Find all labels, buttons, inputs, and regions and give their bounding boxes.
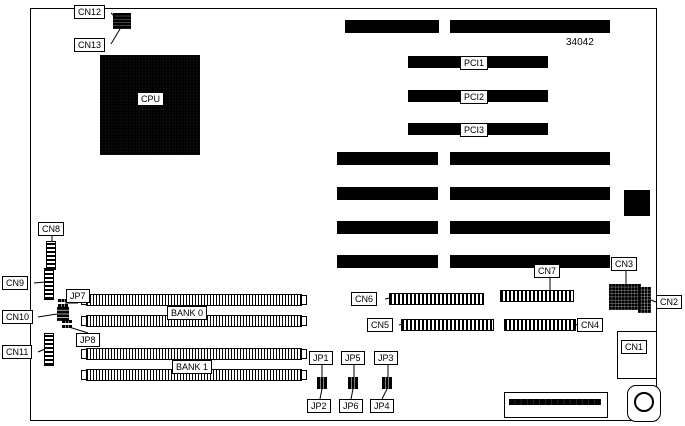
label-cn10: CN10 [2, 310, 34, 324]
label-jp5: JP5 [341, 351, 365, 365]
jp5-jp6-jumper [348, 377, 358, 389]
isa-slot-row4-right [450, 255, 610, 268]
label-pci1: PCI1 [460, 56, 489, 70]
cn9-connector [44, 268, 54, 300]
bottom-pin-header-outline [504, 392, 608, 418]
isa-slot-top-right [450, 20, 610, 33]
isa-slot-row4-left [337, 255, 438, 268]
label-jp3: JP3 [374, 351, 398, 365]
label-pci3: PCI3 [460, 123, 489, 137]
isa-slot-row3-right [450, 221, 610, 234]
jp1-jp2-jumper [317, 377, 327, 389]
cn7-connector [500, 290, 574, 302]
label-cn11: CN11 [2, 345, 33, 359]
label-cn3: CN3 [611, 257, 638, 271]
jp7-jumper [58, 299, 68, 307]
label-jp2: JP2 [307, 399, 331, 413]
cn6-connector [389, 293, 484, 305]
keyboard-din-circle [634, 392, 654, 412]
cn12-cn13-connector [113, 13, 131, 29]
isa-slot-row3-left [337, 221, 438, 234]
bottom-pin-header-pins [509, 399, 601, 405]
label-cn12: CN12 [74, 5, 106, 19]
label-jp4: JP4 [370, 399, 394, 413]
label-cn9: CN9 [2, 276, 29, 290]
cn1-connector [617, 331, 657, 379]
label-jp1: JP1 [309, 351, 333, 365]
isa-slot-row2-right [450, 187, 610, 200]
label-cpu: CPU [137, 92, 165, 106]
cn5-connector [401, 319, 494, 331]
label-jp6: JP6 [339, 399, 363, 413]
cn3-connector [609, 284, 641, 310]
isa-slot-row2-left [337, 187, 438, 200]
jp3-jp4-jumper [382, 377, 392, 389]
label-cn4: CN4 [577, 318, 604, 332]
label-jp7: JP7 [66, 289, 90, 303]
cn2-connector [638, 287, 651, 313]
label-cn7: CN7 [534, 264, 561, 278]
chip [624, 190, 650, 216]
label-cn2: CN2 [656, 295, 683, 309]
label-pci2: PCI2 [460, 90, 489, 104]
isa-slot-row1-right [450, 152, 610, 165]
jp8-jumper [62, 320, 72, 328]
label-cn6: CN6 [351, 292, 378, 306]
part-number: 34042 [566, 37, 594, 48]
isa-slot-top-left [345, 20, 439, 33]
simm-slot-bank1-a [81, 348, 307, 360]
label-cn8: CN8 [38, 222, 65, 236]
cn10-connector [57, 307, 69, 321]
label-bank0: BANK 0 [167, 306, 208, 320]
isa-slot-row1-left [337, 152, 438, 165]
label-jp8: JP8 [76, 333, 100, 347]
label-cn1: CN1 [621, 340, 648, 354]
label-cn5: CN5 [367, 318, 394, 332]
label-bank1: BANK 1 [172, 360, 213, 374]
label-cn13: CN13 [74, 38, 106, 52]
